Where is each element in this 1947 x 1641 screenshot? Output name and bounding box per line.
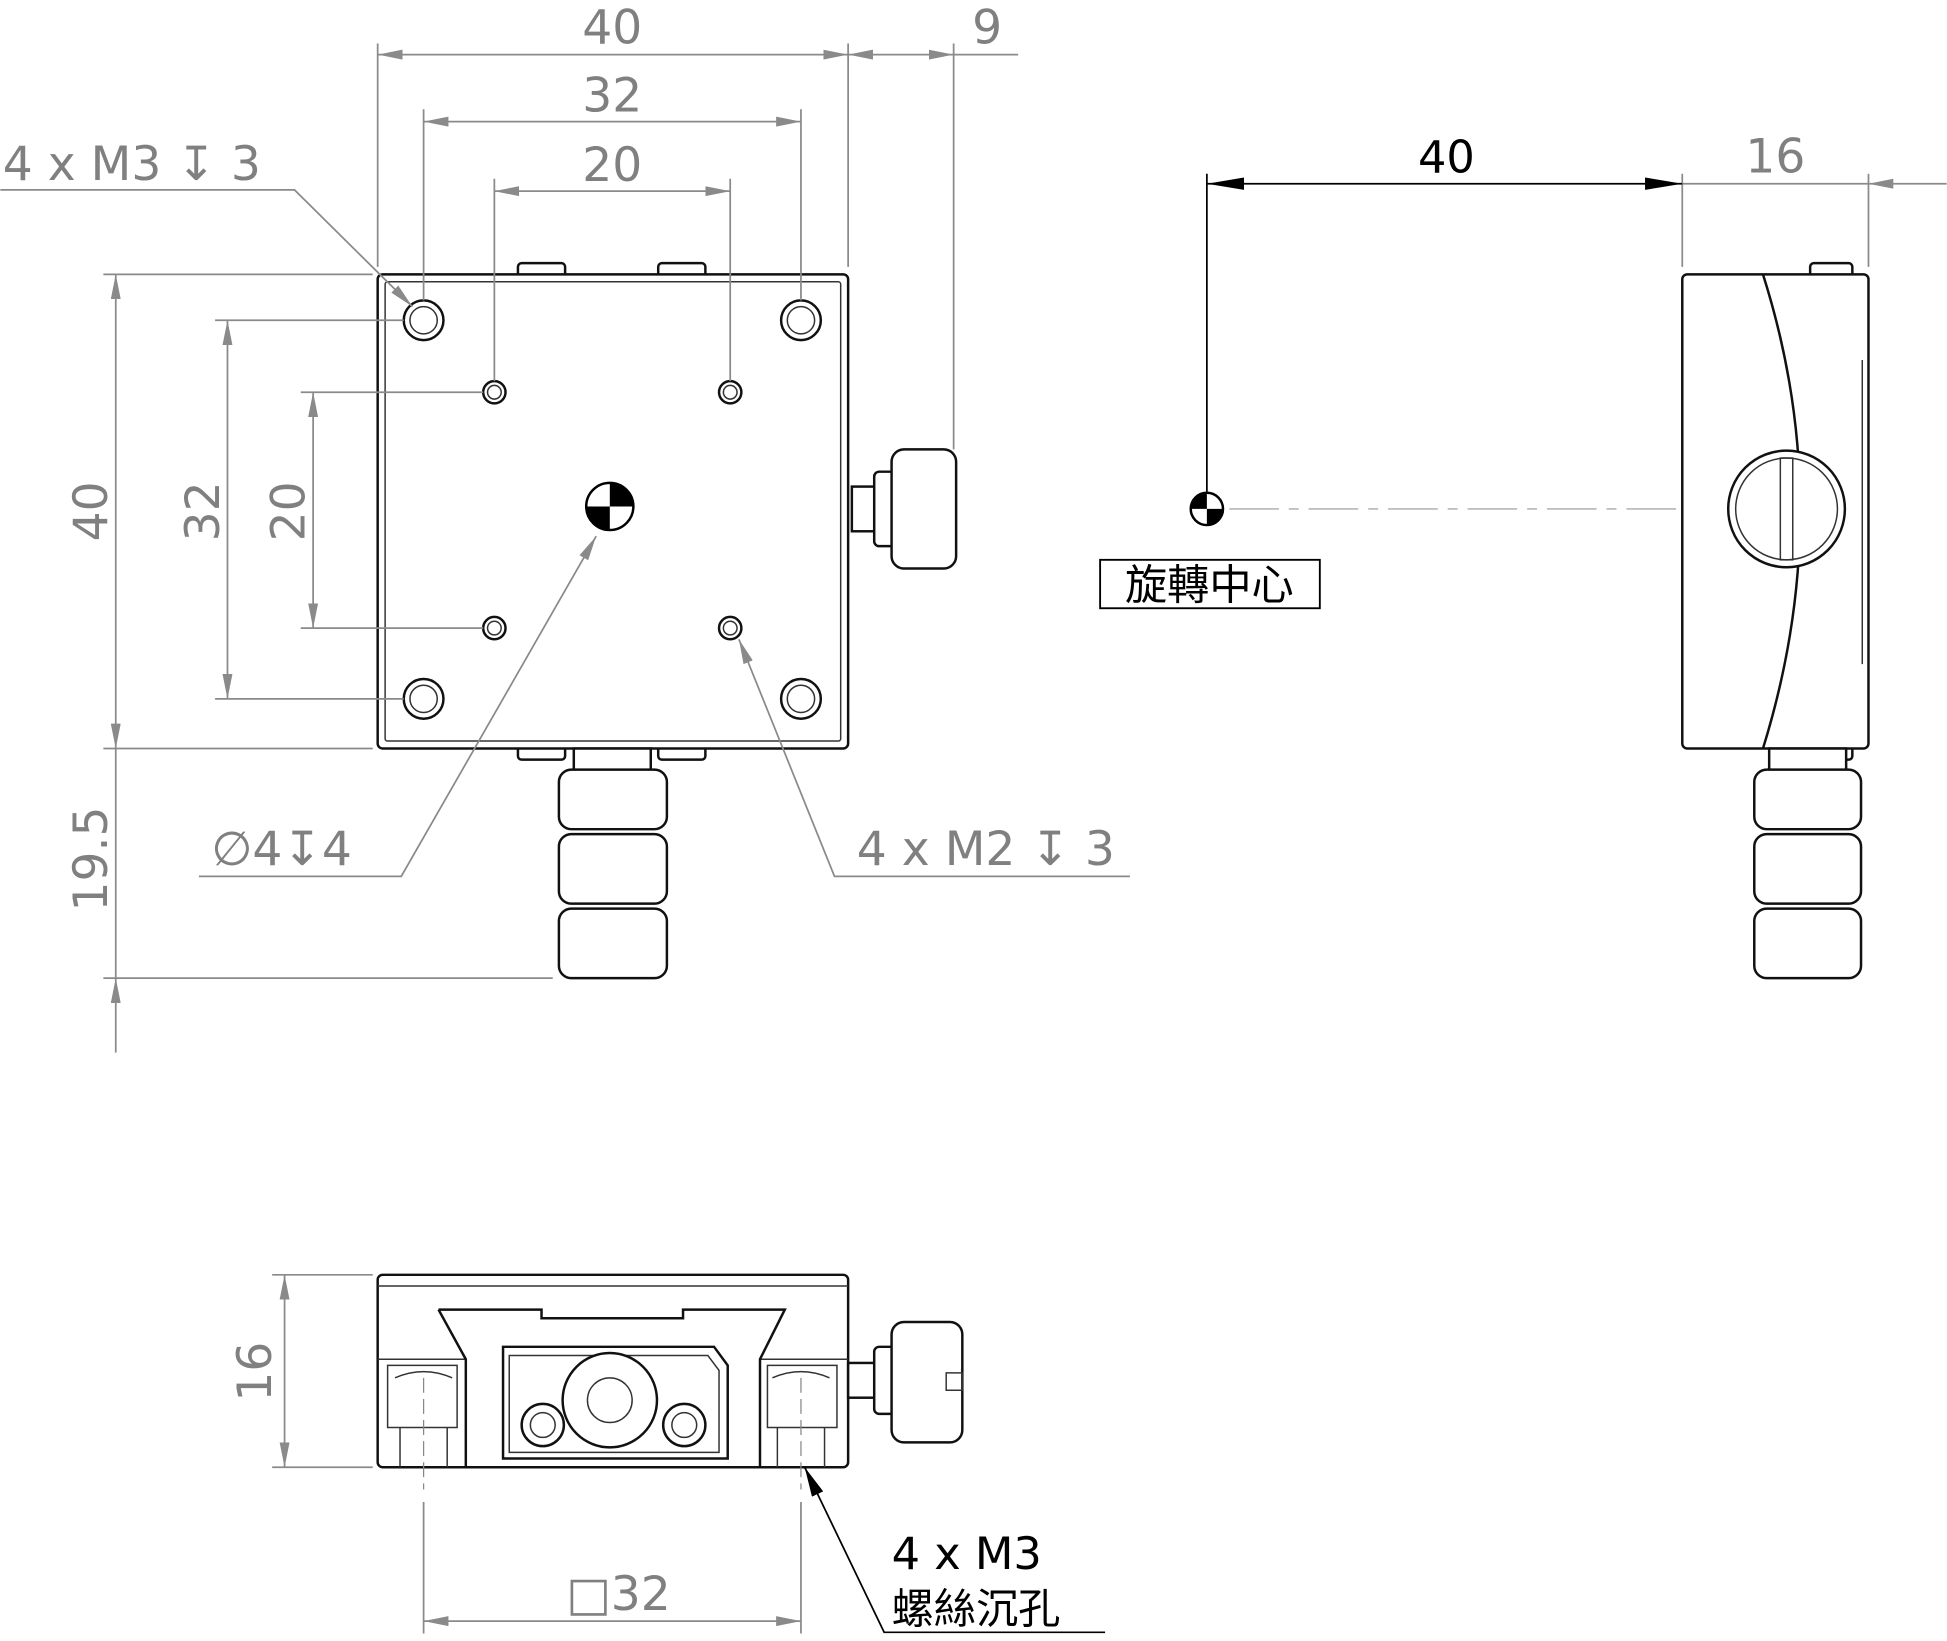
callout-m2-holes: 4 x M2 ↧ 3 — [857, 822, 1115, 877]
dimensions-left: 40 32 20 19.5 — [64, 273, 553, 1053]
dim-knob-extent: 19.5 — [64, 806, 119, 911]
rotation-center-label: 旋轉中心 — [1125, 561, 1294, 610]
callouts-top: 4 x M3 ↧ 3 ∅4↧4 4 x M2 ↧ 3 — [0, 137, 1130, 878]
dimensions-top: 40 9 32 20 — [376, 0, 1019, 450]
center-target-icon — [584, 481, 635, 532]
callout-center-hole: ∅4↧4 — [211, 822, 352, 877]
dim-m3-pitch-v: 32 — [176, 481, 231, 541]
front-view: 16 □32 4 x M3 螺絲沉孔 — [228, 1273, 1106, 1634]
dim-m3-pitch: 32 — [582, 69, 642, 124]
knob-head — [1726, 449, 1847, 569]
front-knob — [846, 1320, 964, 1444]
bottom-knob — [557, 747, 669, 980]
dim-knob-offset: 9 — [972, 0, 1002, 55]
callout-m3-holes: 4 x M3 ↧ 3 — [3, 137, 261, 192]
callout-m3-counterbore-line2: 螺絲沉孔 — [892, 1585, 1061, 1634]
side-knob — [850, 448, 958, 570]
dim-center-distance: 40 — [1418, 132, 1475, 184]
dim-thickness: 16 — [1745, 130, 1805, 185]
rotation-center-icon — [1189, 491, 1225, 527]
top-view: 40 9 32 20 40 32 20 19.5 4 x M3 ↧ 3 ∅4↧4… — [0, 0, 1130, 1053]
dim-front-height: 16 — [228, 1342, 283, 1402]
center-bore — [561, 1351, 659, 1449]
dim-height: 40 — [64, 481, 119, 541]
dim-m2-pitch: 20 — [582, 138, 642, 193]
side-view: 40 16 旋轉中心 — [1099, 130, 1947, 980]
counterbore-right — [766, 1364, 838, 1468]
callout-m3-counterbore-line1: 4 x M3 — [892, 1528, 1042, 1580]
dim-mount-square: □32 — [566, 1567, 671, 1622]
counterbore-left — [386, 1364, 458, 1468]
side-bottom-knob — [1753, 747, 1863, 980]
dim-width: 40 — [582, 0, 642, 55]
dim-m2-pitch-v: 20 — [261, 481, 316, 541]
